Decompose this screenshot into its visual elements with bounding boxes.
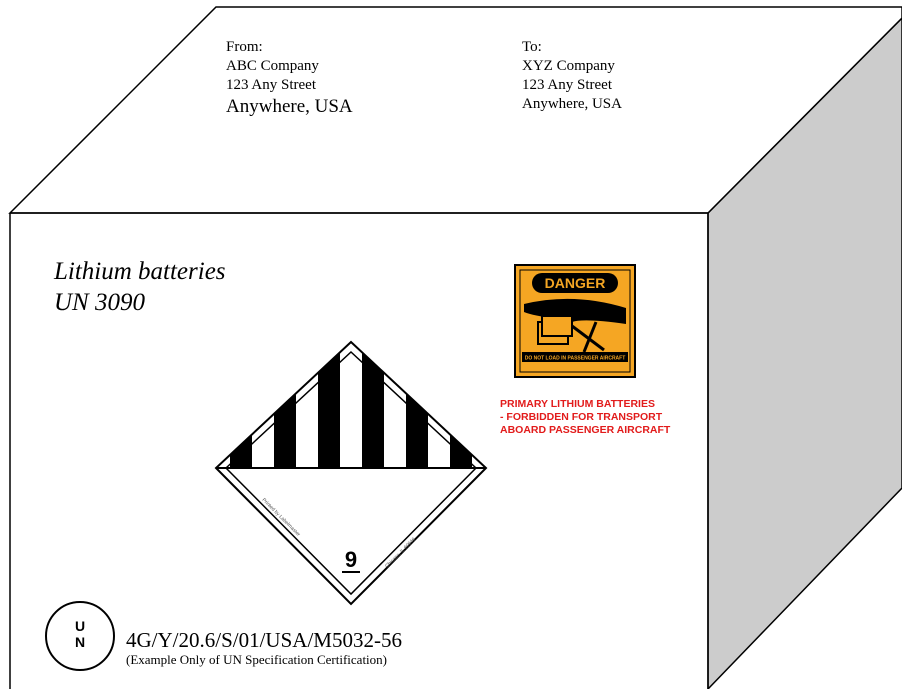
to-company: XYZ Company xyxy=(522,58,615,74)
to-heading: To: xyxy=(522,39,542,55)
un-symbol-n: N xyxy=(74,634,86,650)
shipping-name-line2: UN 3090 xyxy=(54,289,145,316)
un-specification-marking: 4G/Y/20.6/S/01/USA/M5032-56 (Example Onl… xyxy=(126,628,402,668)
from-city: Anywhere, USA xyxy=(226,96,353,117)
danger-label: DANGER DO NOT LOAD IN PASSENGER AIRCRAFT xyxy=(514,264,636,378)
hazard-class-number: 9 xyxy=(345,547,357,572)
un-symbol-u: U xyxy=(74,618,86,634)
to-address: To: XYZ Company 123 Any Street Anywhere,… xyxy=(522,38,622,114)
danger-title-banner xyxy=(532,273,618,293)
shipping-name-line1: Lithium batteries xyxy=(54,258,226,285)
from-street: 123 Any Street xyxy=(226,77,316,93)
un-packaging-symbol: U N xyxy=(45,601,115,671)
warning-line2: - FORBIDDEN FOR TRANSPORT xyxy=(500,411,663,423)
danger-title: DANGER xyxy=(545,275,606,291)
from-address: From: ABC Company 123 Any Street Anywher… xyxy=(226,38,353,118)
danger-bottom-bar xyxy=(522,352,628,362)
proper-shipping-name: Lithium batteries UN 3090 xyxy=(54,256,226,318)
class-9-hazard-label: Printed by Labelmaster Chicago, IL 60646… xyxy=(214,340,488,606)
hazard-diamond-inner xyxy=(224,350,478,596)
lithium-warning-text: PRIMARY LITHIUM BATTERIES - FORBIDDEN FO… xyxy=(500,398,670,437)
to-city: Anywhere, USA xyxy=(522,96,622,112)
un-certification-note: (Example Only of UN Specification Certif… xyxy=(126,652,388,667)
warning-line1: PRIMARY LITHIUM BATTERIES xyxy=(500,398,655,410)
to-street: 123 Any Street xyxy=(522,77,612,93)
danger-bottom-text: DO NOT LOAD IN PASSENGER AIRCRAFT xyxy=(525,356,626,362)
warning-line3: ABOARD PASSENGER AIRCRAFT xyxy=(500,424,671,436)
from-company: ABC Company xyxy=(226,58,319,74)
un-certification-code: 4G/Y/20.6/S/01/USA/M5032-56 xyxy=(126,628,402,652)
from-heading: From: xyxy=(226,39,263,55)
